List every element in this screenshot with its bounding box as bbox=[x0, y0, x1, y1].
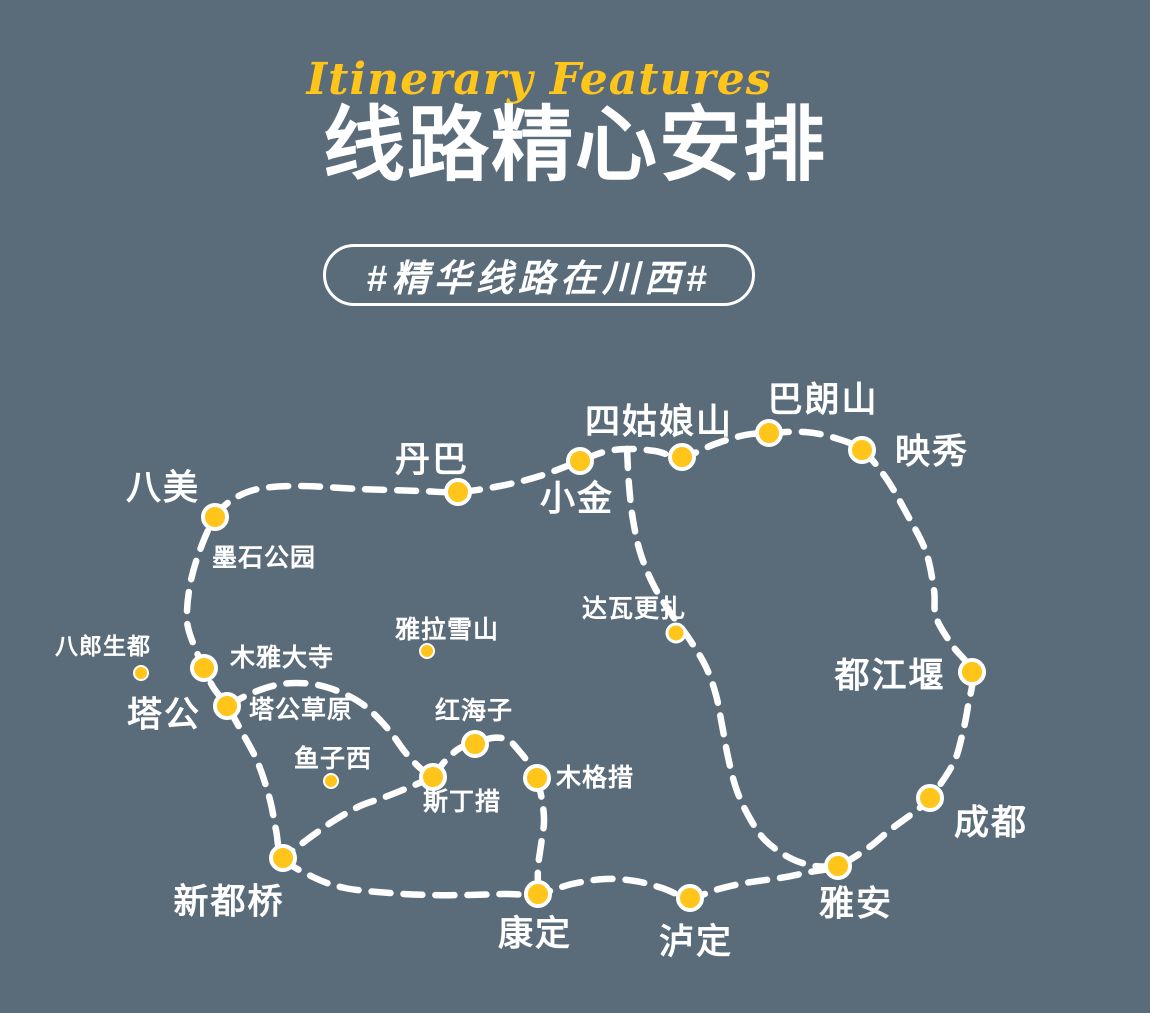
map-dot-dawagengzha bbox=[665, 622, 687, 644]
map-dot-honghaizi bbox=[461, 730, 489, 758]
map-label-tagong-grassland: 塔公草原 bbox=[248, 696, 354, 724]
route-sidingcuo-xinduqiao bbox=[279, 773, 437, 862]
map-label-dujiangyan: 都江堰 bbox=[834, 656, 946, 696]
map-dot-yala-snow-mountain bbox=[419, 643, 435, 659]
route-main-loop bbox=[183, 428, 977, 902]
map-label-chengdu: 成都 bbox=[953, 803, 1029, 843]
map-label-dawagengzha: 达瓦更扎 bbox=[581, 595, 687, 623]
map-dot-muya-temple bbox=[190, 654, 218, 682]
map-label-siguniangshan: 四姑娘山 bbox=[584, 402, 734, 442]
map-label-mugecuo: 木格措 bbox=[555, 764, 635, 792]
map-dot-danba bbox=[444, 478, 472, 506]
map-dot-xinduqiao bbox=[269, 844, 297, 872]
map-label-sidingcuo: 斯丁措 bbox=[422, 788, 502, 816]
map-label-yuzixi: 鱼子西 bbox=[293, 745, 373, 773]
map-dot-luding bbox=[676, 884, 704, 912]
map-label-yaan: 雅安 bbox=[818, 884, 894, 924]
map-dot-chengdu bbox=[916, 784, 944, 812]
map-dot-siguniangshan bbox=[668, 443, 696, 471]
map-label-moshi-park: 墨石公园 bbox=[211, 544, 317, 572]
map-dot-yingxiu bbox=[848, 436, 876, 464]
map-label-luding: 泸定 bbox=[658, 922, 734, 962]
map-dot-bamei bbox=[201, 503, 229, 531]
map-label-yala-snow-mountain: 雅拉雪山 bbox=[394, 616, 500, 644]
map-dot-sidingcuo bbox=[419, 763, 447, 791]
map-label-muya-temple: 木雅大寺 bbox=[229, 644, 335, 672]
map-dot-balangshan bbox=[755, 419, 783, 447]
map-label-yingxiu: 映秀 bbox=[894, 432, 970, 472]
map-label-balangshan: 巴朗山 bbox=[767, 380, 879, 420]
route-mugecuo-kangding bbox=[533, 774, 548, 897]
map-dot-yaan bbox=[824, 852, 852, 880]
map-dot-yuzixi bbox=[323, 773, 339, 789]
map-dot-kangding bbox=[524, 880, 552, 908]
map-label-xiaojin: 小金 bbox=[539, 479, 615, 519]
map-dot-dujiangyan bbox=[958, 658, 986, 686]
map-label-balangshengdu: 八郎生都 bbox=[55, 633, 151, 659]
map-dot-xiaojin bbox=[566, 447, 594, 475]
map-label-kangding: 康定 bbox=[497, 914, 573, 954]
map-label-honghaizi: 红海子 bbox=[434, 697, 514, 725]
map-dot-mugecuo bbox=[523, 764, 551, 792]
map-label-tagong: 塔公 bbox=[126, 695, 202, 735]
map-label-xinduqiao: 新都桥 bbox=[173, 882, 285, 922]
route-dawagengzha-branch bbox=[623, 445, 842, 870]
map-label-bamei: 八美 bbox=[125, 468, 201, 508]
page-title: 线路精心安排 bbox=[322, 97, 827, 193]
map-dot-tagong bbox=[213, 692, 241, 720]
route-tagong-grassland-arc bbox=[223, 679, 437, 781]
subtitle-english: Itinerary Features bbox=[306, 54, 772, 105]
map-label-danba: 丹巴 bbox=[394, 440, 470, 480]
map-dot-balangshengdu bbox=[133, 665, 149, 681]
hashtag-badge: #精华线路在川西# bbox=[323, 244, 755, 306]
route-honghaizi-loop bbox=[429, 734, 541, 782]
